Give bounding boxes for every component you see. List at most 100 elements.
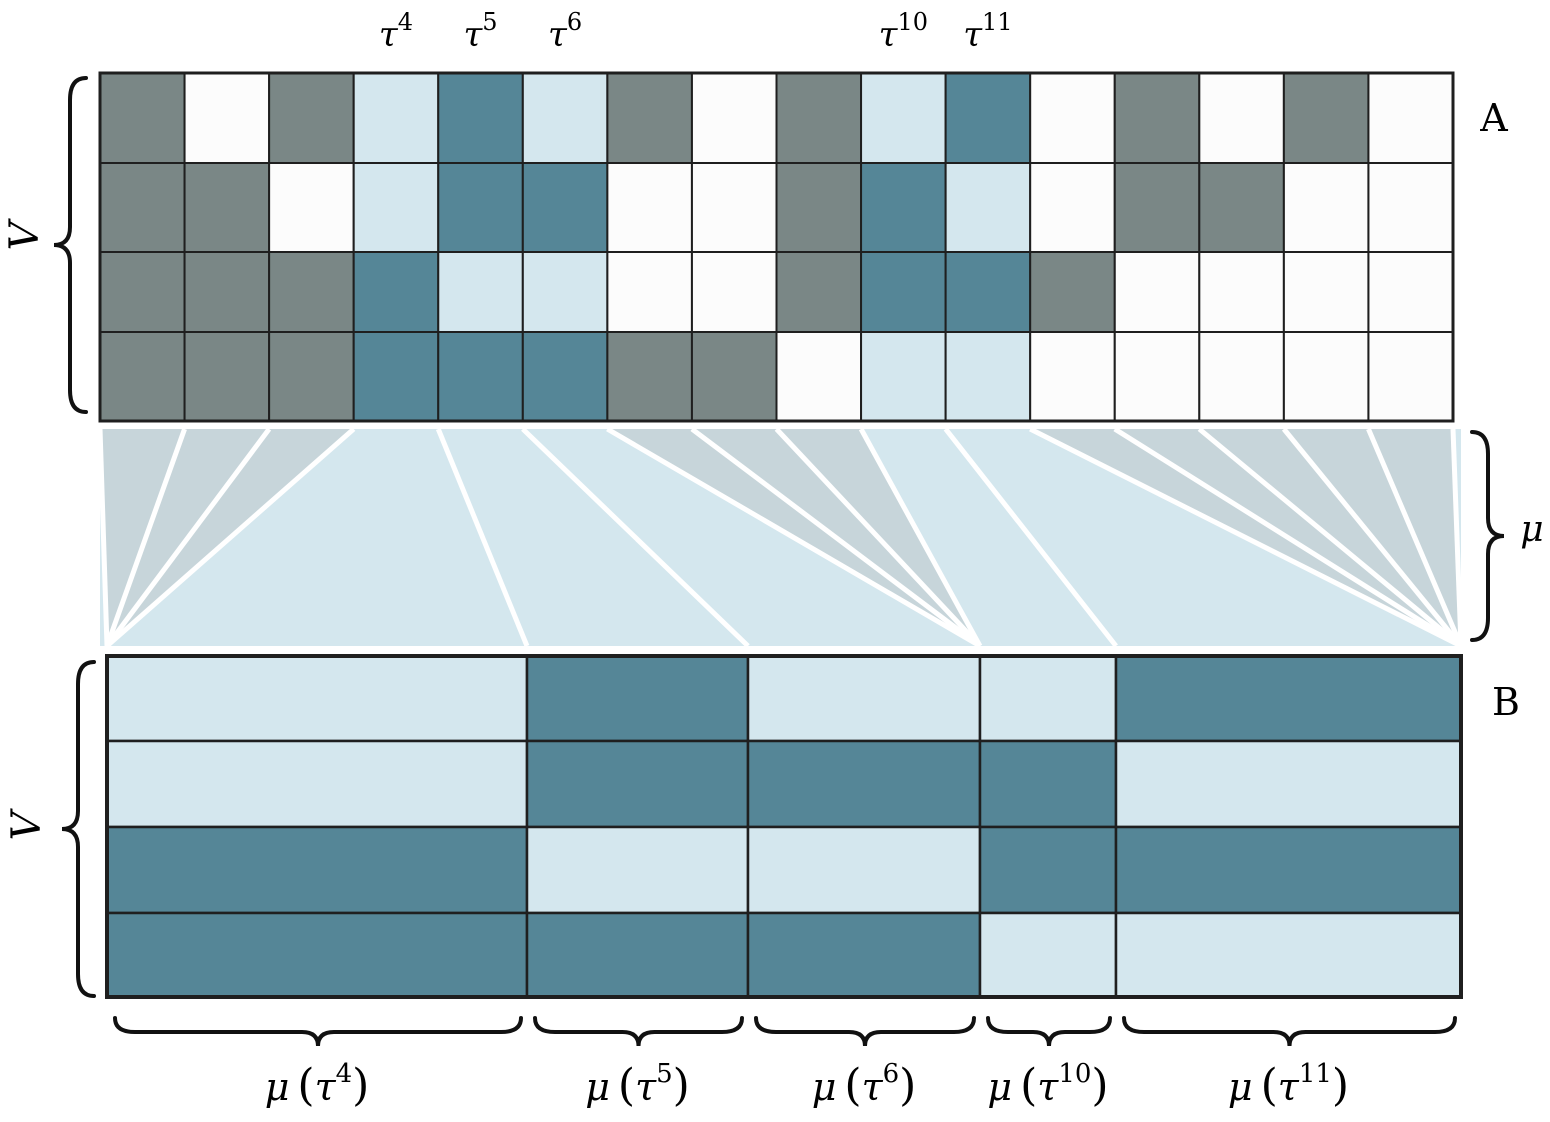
matrix-a [98, 71, 1455, 423]
tau-column-label: τ4 [379, 8, 413, 55]
matrix-a-cell [352, 162, 440, 253]
matrix-b-cell [746, 739, 982, 829]
matrix-a-cell [1198, 331, 1285, 422]
fan-ray [521, 427, 750, 648]
fan-ray [858, 427, 983, 648]
fan-ray [435, 428, 530, 647]
matrix-b-cell [1114, 825, 1463, 915]
mapping-symbol: μ [1520, 509, 1543, 550]
matrix-a-cell [183, 251, 271, 333]
matrix-b-cell [978, 739, 1118, 829]
matrix-a-cell [1367, 72, 1454, 164]
matrix-b-cell [1114, 739, 1463, 829]
matrix-a-cell [99, 331, 186, 422]
matrix-a-row-brace [53, 76, 88, 414]
matrix-a-cell [944, 331, 1032, 422]
matrix-b-border [105, 654, 1463, 999]
fan-ray [1281, 427, 1463, 648]
matrix-b-cell [1114, 911, 1463, 999]
matrix-b-cell [525, 654, 750, 743]
fan-ray [105, 427, 356, 648]
matrix-a-cell [1282, 72, 1370, 164]
matrix-a-cell [690, 251, 778, 333]
matrix-a-cell [606, 251, 693, 333]
matrix-b [105, 654, 1463, 999]
matrix-a-cell [1198, 251, 1285, 333]
matrix-a-cell [775, 72, 863, 164]
matrix-a-cell [521, 251, 609, 333]
matrix-a-cell [944, 72, 1032, 164]
matrix-a-cell [1113, 72, 1201, 164]
matrix-a-cell [860, 72, 947, 164]
matrix-b-row-brace [61, 660, 96, 998]
matrix-a-cell [1282, 162, 1370, 253]
matrix-a-cell [1367, 331, 1454, 422]
matrix-b-cell [105, 654, 529, 743]
matrix-a-cell [352, 72, 440, 164]
matrix-a-cell [1029, 72, 1116, 164]
matrix-a-cell [1198, 162, 1285, 253]
matrix-a-cell [606, 331, 693, 422]
matrix-a-cell [775, 331, 863, 422]
matrix-a-cell [99, 251, 186, 333]
matrix-a-cell [775, 251, 863, 333]
matrix-b-cell [105, 739, 529, 829]
fan-ray [1029, 426, 1463, 649]
group-label: μ(τ6) [812, 1059, 917, 1111]
matrix-a-cell [1029, 251, 1116, 333]
matrix-b-cell [978, 654, 1118, 743]
matrix-a-cell [690, 331, 778, 422]
matrix-a-cell [1029, 331, 1116, 422]
fan-ray [104, 428, 187, 647]
fan-ray [97, 428, 110, 647]
braces [53, 76, 1505, 1047]
matrix-a-cell [1113, 331, 1201, 422]
fan-ray [774, 427, 982, 648]
fan-ray [1197, 427, 1463, 648]
matrix-a-cell [99, 162, 186, 253]
matrix-b-cell [978, 825, 1118, 915]
fan-ray [1113, 426, 1463, 649]
mapping-brace [1470, 430, 1505, 642]
group-label: μ(τ5) [585, 1059, 690, 1111]
matrix-a-cell [860, 251, 947, 333]
group-label: μ(τ4) [265, 1059, 370, 1111]
matrix-a-cell [1282, 331, 1370, 422]
matrix-a-cell [437, 162, 524, 253]
matrix-a-cell [183, 72, 271, 164]
matrix-b-cell [105, 825, 529, 915]
matrix-a-cell [352, 331, 440, 422]
matrix-a-cell [944, 162, 1032, 253]
matrix-b-cell [746, 825, 982, 915]
matrix-a-cell [183, 162, 271, 253]
matrix-a-cell [521, 331, 609, 422]
group-brace [113, 1016, 523, 1047]
matrix-a-cell [268, 162, 355, 253]
matrix-a-cell [1198, 72, 1285, 164]
matrix-b-cell [746, 654, 982, 743]
matrix-a-cell [521, 72, 609, 164]
matrix-a-cell [690, 162, 778, 253]
matrix-b-cell [978, 911, 1118, 999]
matrix-a-cell [1113, 162, 1201, 253]
fan-ray [1450, 428, 1464, 647]
matrix-a-cell [690, 72, 778, 164]
matrix-b-cell [525, 739, 750, 829]
matrix-a-cell [1029, 162, 1116, 253]
matrix-b-cell [525, 911, 750, 999]
group-brace [533, 1016, 744, 1047]
matrix-a-cell [1367, 251, 1454, 333]
matrix-a-cell [1282, 251, 1370, 333]
matrix-a-cell [268, 331, 355, 422]
fan-ray [943, 427, 1118, 648]
matrix-b-cell [1114, 654, 1463, 743]
matrix-b-cell [746, 911, 982, 999]
matrix-a-label: A [1479, 96, 1508, 140]
matrix-a-cell [99, 72, 186, 164]
fan-ray [1366, 428, 1464, 647]
matrix-b-row-axis-symbol: V [4, 807, 50, 840]
matrix-b-cell [105, 911, 529, 999]
fan-ray [606, 426, 982, 649]
